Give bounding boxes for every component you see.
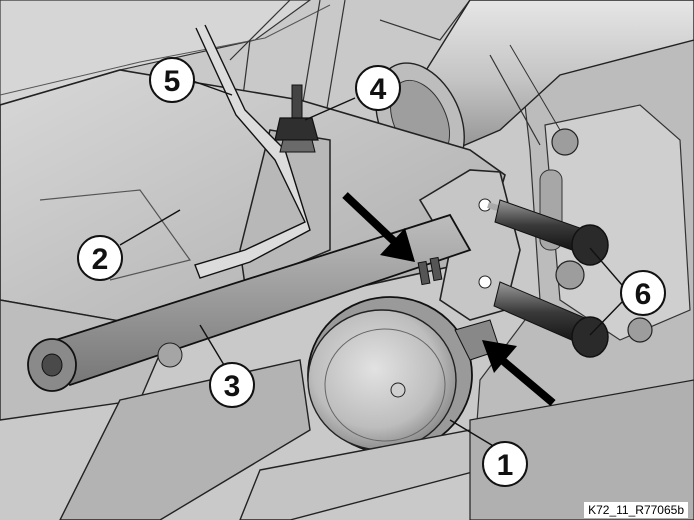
engine-bolt-head	[555, 260, 585, 290]
callout-3-label: 3	[224, 370, 241, 403]
upper-frame-edge	[0, 4, 331, 96]
pointer-arrow-upper	[342, 192, 415, 262]
callout-3: 3	[209, 362, 255, 408]
screws-part-6	[487, 199, 609, 358]
bracket-bar-part-3	[27, 213, 472, 392]
callout-1: 1	[482, 441, 528, 487]
callout-6: 6	[620, 270, 666, 316]
horn-part-1	[307, 296, 501, 454]
figure-reference-code: K72_11_R77065b	[584, 502, 688, 518]
connector-part-4	[274, 84, 319, 153]
engine-bolt-head	[551, 128, 579, 156]
engine-cover-lower	[469, 379, 694, 520]
callout-1-label: 1	[497, 449, 514, 482]
callout-5: 5	[149, 57, 195, 103]
callout-5-label: 5	[164, 65, 181, 98]
callout-2: 2	[77, 235, 123, 281]
cable-part-5	[194, 24, 311, 279]
upper-frame-plate	[0, 0, 312, 106]
callout-2-label: 2	[92, 243, 109, 276]
engine-bolt-head	[627, 317, 653, 343]
callout-4-label: 4	[370, 73, 387, 106]
frame-crease	[39, 189, 192, 281]
callout-6-label: 6	[635, 278, 652, 311]
lower-frame-tube	[239, 429, 481, 520]
pointer-arrow-lower	[482, 340, 556, 407]
callout-4: 4	[355, 65, 401, 111]
engine-bolt-head	[157, 342, 183, 368]
bracket-hole	[478, 275, 492, 289]
